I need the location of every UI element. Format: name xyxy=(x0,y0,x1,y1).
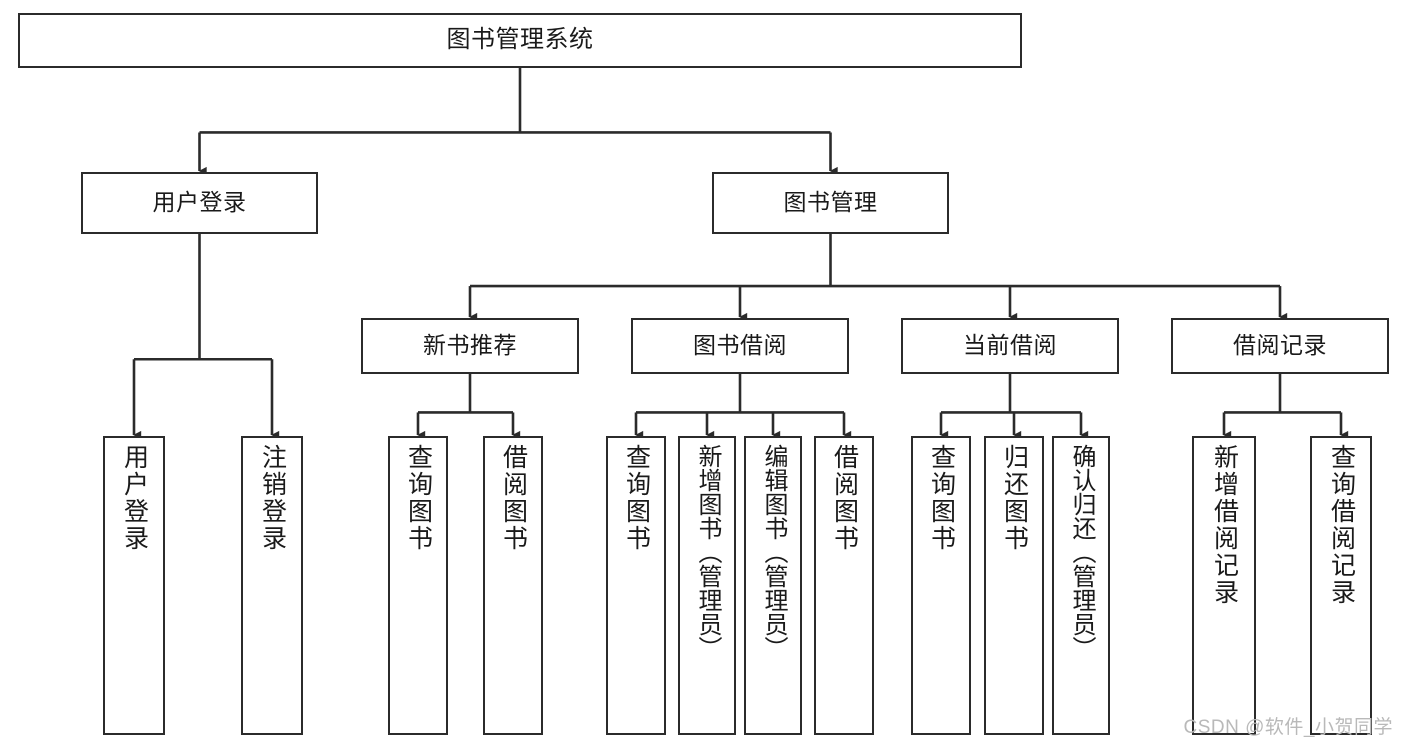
node-label: 借阅图书 xyxy=(499,444,528,552)
node-l2b[interactable]: 图书借阅 xyxy=(631,318,849,374)
node-label: 查询图书 xyxy=(927,444,956,552)
node-root[interactable]: 图书管理系统 xyxy=(18,13,1022,68)
node-f03[interactable]: 查询图书 xyxy=(388,436,448,735)
node-l2d[interactable]: 借阅记录 xyxy=(1171,318,1389,374)
node-label: 新增借阅记录 xyxy=(1210,444,1239,606)
node-label: 查询图书 xyxy=(404,444,433,552)
node-f11[interactable]: 确认归还（管理员） xyxy=(1052,436,1110,735)
node-f07[interactable]: 编辑图书（管理员） xyxy=(744,436,802,735)
node-label: 新书推荐 xyxy=(423,332,517,359)
node-label: 归还图书 xyxy=(1000,444,1029,552)
node-f13[interactable]: 查询借阅记录 xyxy=(1310,436,1372,735)
csdn-watermark: CSDN @软件_小贺同学 xyxy=(1183,717,1393,738)
node-label: 图书管理系统 xyxy=(446,26,594,54)
node-f05[interactable]: 查询图书 xyxy=(606,436,666,735)
node-label: 新增图书（管理员） xyxy=(694,444,721,660)
node-f12[interactable]: 新增借阅记录 xyxy=(1192,436,1256,735)
node-label: 用户登录 xyxy=(152,189,247,216)
node-label: 编辑图书（管理员） xyxy=(760,444,787,660)
node-l1a[interactable]: 用户登录 xyxy=(81,172,318,234)
node-f02[interactable]: 注销登录 xyxy=(241,436,303,735)
node-label: 查询借阅记录 xyxy=(1327,444,1356,606)
node-l2a[interactable]: 新书推荐 xyxy=(361,318,579,374)
node-label: 当前借阅 xyxy=(963,332,1057,359)
node-label: 借阅记录 xyxy=(1233,332,1327,359)
node-label: 查询图书 xyxy=(622,444,651,552)
node-l2c[interactable]: 当前借阅 xyxy=(901,318,1119,374)
node-label: 借阅图书 xyxy=(830,444,859,552)
node-f04[interactable]: 借阅图书 xyxy=(483,436,543,735)
node-l1b[interactable]: 图书管理 xyxy=(712,172,949,234)
node-f06[interactable]: 新增图书（管理员） xyxy=(678,436,736,735)
node-label: 注销登录 xyxy=(258,444,287,552)
node-label: 图书管理 xyxy=(783,189,878,216)
node-f10[interactable]: 归还图书 xyxy=(984,436,1044,735)
node-f01[interactable]: 用户登录 xyxy=(103,436,165,735)
node-f08[interactable]: 借阅图书 xyxy=(814,436,874,735)
node-label: 图书借阅 xyxy=(693,332,787,359)
node-label: 确认归还（管理员） xyxy=(1068,444,1095,660)
node-f09[interactable]: 查询图书 xyxy=(911,436,971,735)
node-label: 用户登录 xyxy=(120,444,149,552)
